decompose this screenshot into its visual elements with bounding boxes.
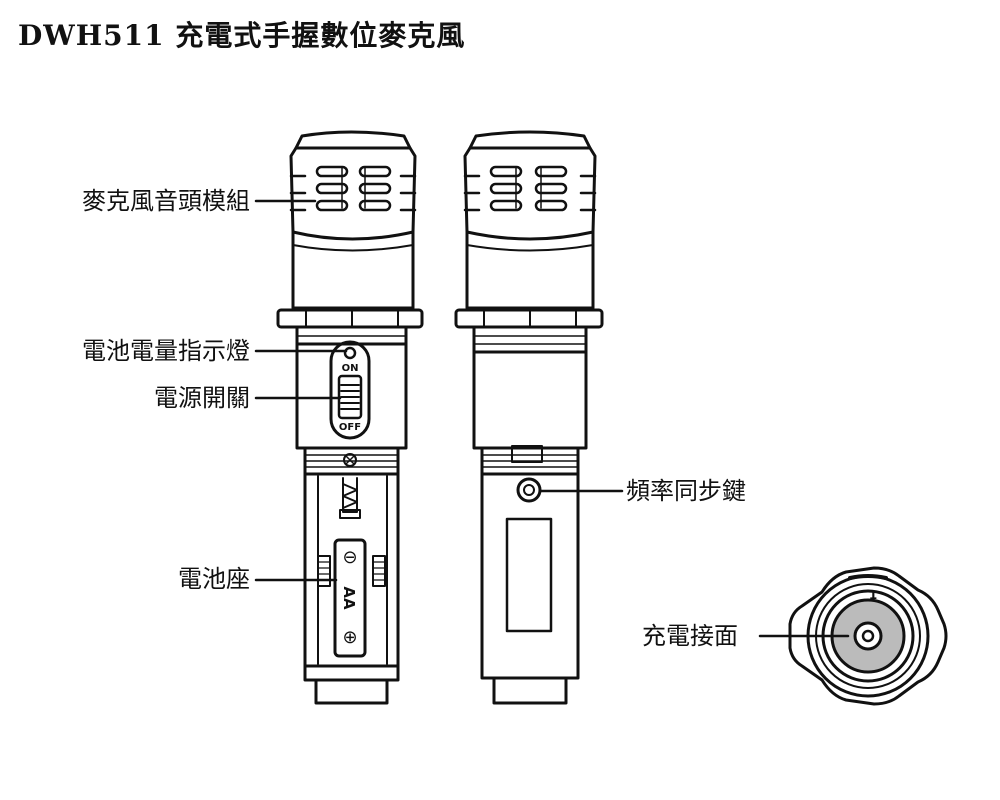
label-power-switch: 電源開關	[154, 384, 250, 412]
switch-off-text: OFF	[339, 422, 361, 433]
battery-minus-symbol: ⊖	[342, 547, 357, 568]
charging-mark-text: 1	[869, 588, 877, 602]
back-panel-window	[505, 517, 553, 633]
leader-lines	[254, 199, 850, 638]
label-charging-interface: 充電接面	[642, 622, 738, 650]
label-frequency-sync-key: 頻率同步鍵	[626, 477, 746, 505]
charging-interface-view	[788, 566, 948, 706]
microphone-back-view	[454, 130, 604, 705]
page-title: DWH511 充電式手握數位麥克風	[18, 19, 466, 52]
battery-type-text: AA	[340, 586, 358, 610]
battery-plus-symbol: ⊕	[342, 627, 357, 648]
frequency-sync-button[interactable]	[516, 477, 542, 503]
switch-on-text: ON	[342, 363, 359, 374]
battery-indicator-led	[343, 346, 357, 360]
label-mic-head-module: 麥克風音頭模組	[82, 187, 250, 215]
microphone-front-view	[276, 130, 424, 705]
label-battery-holder: 電池座	[178, 565, 250, 593]
label-battery-indicator: 電池電量指示燈	[82, 337, 250, 365]
